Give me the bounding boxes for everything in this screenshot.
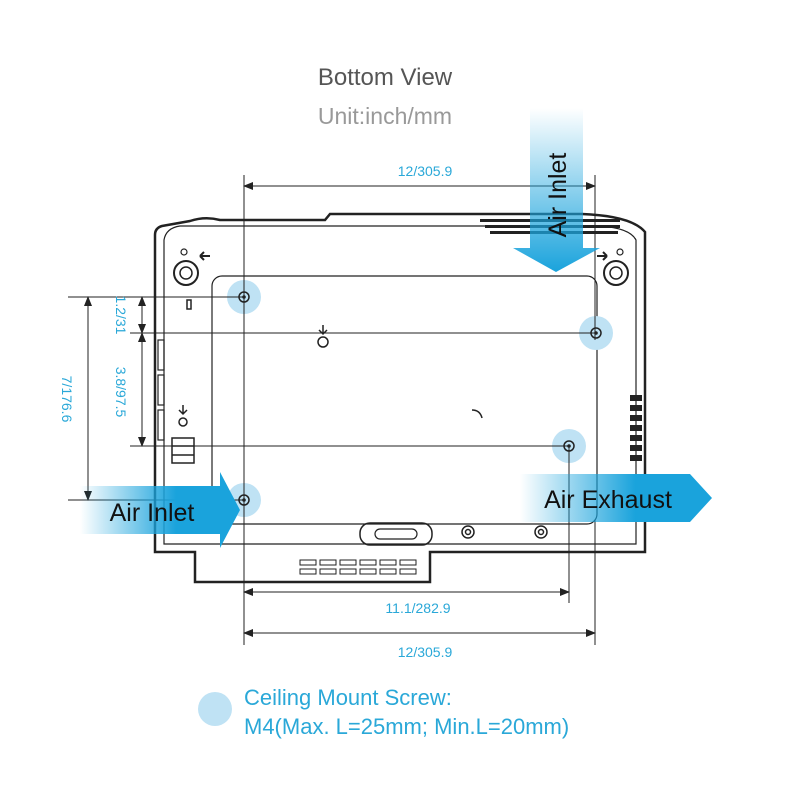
dim-screw-spacing: 11.1/282.9: [385, 600, 450, 616]
dim-bottom-width: 12/305.9: [398, 644, 453, 660]
projector-body: [153, 212, 647, 584]
dim-left-total: 7/176.6: [59, 376, 75, 423]
side-connector: [171, 437, 195, 464]
vent-grille-right: [630, 395, 642, 461]
dim-top-width: 12/305.9: [398, 163, 453, 179]
screw-legend-title: Ceiling Mount Screw:: [244, 685, 452, 710]
side-slots-left: [157, 339, 165, 441]
foot-right-icon: [597, 248, 629, 286]
vent-grille-bottom: [299, 559, 417, 575]
dim-left-small: 1.2/31: [113, 296, 129, 335]
air-inlet-left-label: Air Inlet: [110, 499, 195, 527]
screw-legend-spec: M4(Max. L=25mm; Min.L=20mm): [244, 714, 570, 739]
air-exhaust-label: Air Exhaust: [544, 486, 672, 514]
air-inlet-left-arrow: Air Inlet: [80, 472, 240, 548]
view-title: Bottom View: [317, 64, 453, 91]
screw-legend: Ceiling Mount Screw: M4(Max. L=25mm; Min…: [244, 683, 569, 741]
air-exhaust-arrow: Air Exhaust: [520, 474, 712, 522]
screw-legend-icon: [198, 692, 232, 726]
air-inlet-top-arrow: Air Inlet: [513, 108, 600, 272]
small-screw-markers: [178, 299, 548, 539]
unit-label: Unit:inch/mm: [317, 103, 453, 129]
foot-left-icon: [173, 248, 210, 286]
air-inlet-top-label: Air Inlet: [544, 153, 572, 238]
dim-left-mid: 3.8/97.5: [113, 367, 129, 418]
